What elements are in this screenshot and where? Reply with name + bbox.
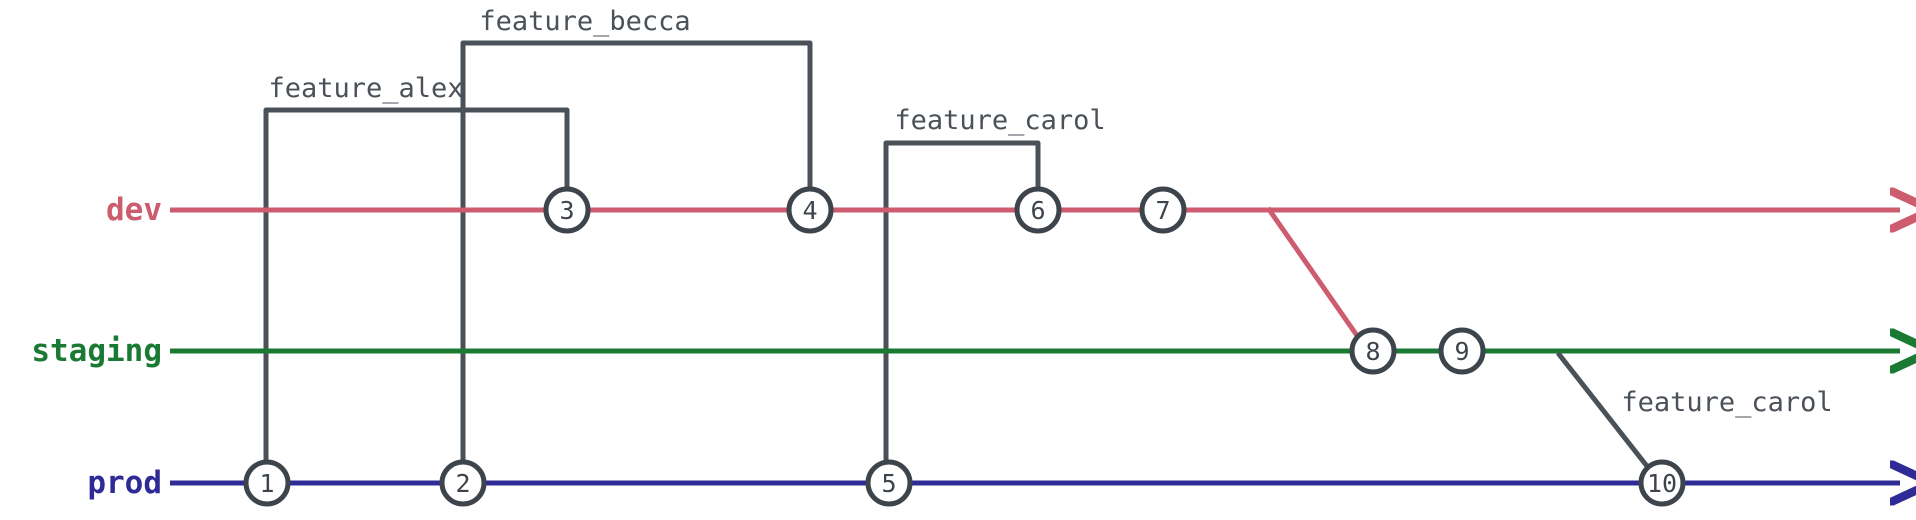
commit-node-5[interactable]: 5	[865, 459, 913, 507]
commit-node-1[interactable]: 1	[243, 459, 291, 507]
merge-edges-layer	[1265, 206, 1652, 472]
commit-label-3: 3	[559, 196, 574, 225]
commit-circle-4[interactable]	[786, 186, 834, 234]
commit-circle-5[interactable]	[865, 459, 913, 507]
commit-label-1: 1	[259, 469, 274, 498]
branch-brackets-layer	[263, 40, 1041, 483]
lane-label-staging: staging	[31, 333, 162, 369]
commit-label-6: 6	[1030, 196, 1045, 225]
commit-circle-8[interactable]	[1349, 327, 1397, 375]
commit-label-2: 2	[455, 469, 470, 498]
commit-label-5: 5	[881, 469, 896, 498]
commit-circle-1[interactable]	[243, 459, 291, 507]
lane-label-dev: dev	[106, 192, 162, 228]
branch-bracket-feature_becca	[460, 40, 813, 483]
commit-node-4[interactable]: 4	[786, 186, 834, 234]
commit-circle-3[interactable]	[543, 186, 591, 234]
commit-nodes-layer: 1 2 3 4 5 6 7 8 9 10	[243, 186, 1686, 507]
branch-bracket-feature_alex	[263, 107, 570, 483]
commit-circle-7[interactable]	[1139, 186, 1187, 234]
commit-circle-9[interactable]	[1438, 327, 1486, 375]
branch-tag-staging-to-prod-feature-carol: feature_carol	[1621, 387, 1833, 418]
lane-lines-layer	[170, 210, 1900, 483]
commit-node-6[interactable]: 6	[1014, 186, 1062, 234]
branch-tag-feature_becca: feature_becca	[479, 6, 691, 37]
commit-label-10: 10	[1647, 469, 1677, 498]
lane-label-prod: prod	[87, 465, 162, 501]
commit-label-8: 8	[1365, 337, 1380, 366]
commit-circle-10[interactable]	[1638, 459, 1686, 507]
merge-edge-dev-to-staging-merge	[1265, 206, 1361, 339]
commit-node-8[interactable]: 8	[1349, 327, 1397, 375]
commit-circle-2[interactable]	[439, 459, 487, 507]
branch-tag-feature_carol: feature_carol	[894, 105, 1106, 136]
commit-node-7[interactable]: 7	[1139, 186, 1187, 234]
commit-label-9: 9	[1454, 337, 1469, 366]
commit-node-9[interactable]: 9	[1438, 327, 1486, 375]
branch-bracket-feature_carol	[883, 140, 1041, 483]
commit-label-7: 7	[1155, 196, 1170, 225]
commit-label-4: 4	[802, 196, 817, 225]
commit-node-2[interactable]: 2	[439, 459, 487, 507]
commit-circle-6[interactable]	[1014, 186, 1062, 234]
commit-node-3[interactable]: 3	[543, 186, 591, 234]
merge-edge-staging-to-prod-feature-carol	[1556, 351, 1652, 472]
branch-tag-feature_alex: feature_alex	[268, 73, 464, 104]
commit-node-10[interactable]: 10	[1638, 459, 1686, 507]
